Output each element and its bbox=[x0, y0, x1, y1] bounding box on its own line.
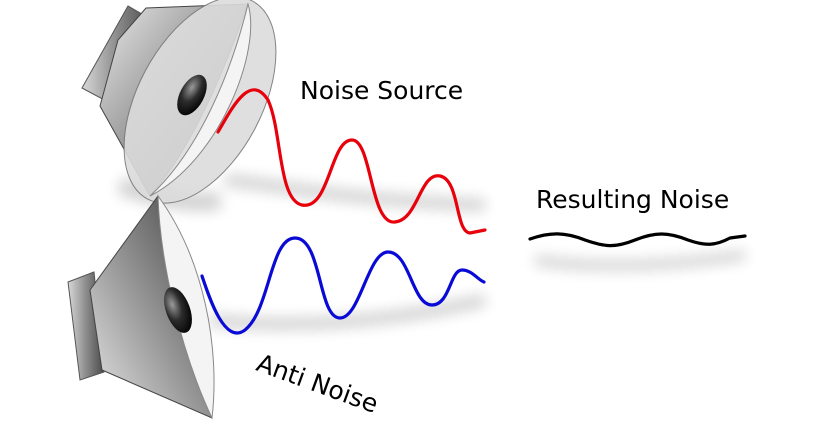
resulting-noise-wave bbox=[528, 232, 747, 248]
anti-noise-wave bbox=[200, 236, 486, 335]
noise-source-label: Noise Source bbox=[300, 76, 464, 105]
resulting-noise-label: Resulting Noise bbox=[536, 185, 730, 214]
noise-source-wave bbox=[216, 88, 487, 235]
lower-speaker-icon bbox=[67, 194, 215, 420]
upper-speaker-icon bbox=[81, 0, 277, 204]
